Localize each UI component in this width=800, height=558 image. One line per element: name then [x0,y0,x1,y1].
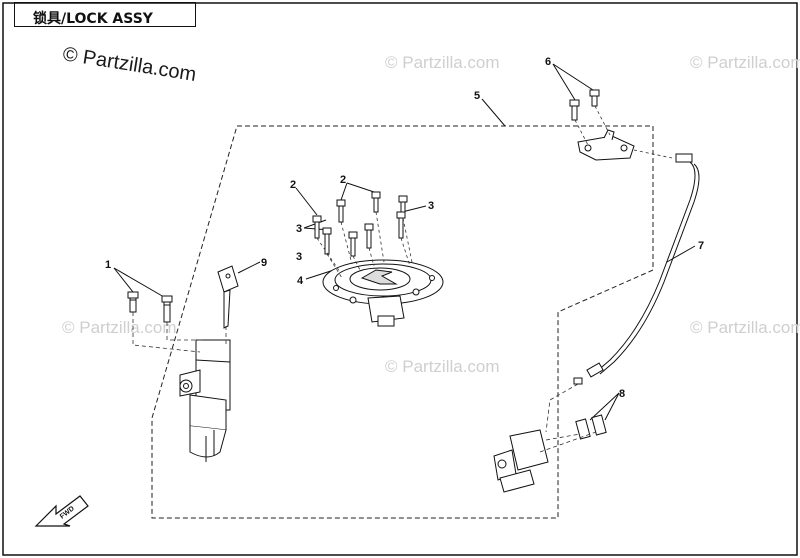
ignition-lock [179,339,231,462]
callout-8: 8 [619,388,625,400]
diagram-title: 锁具/LOCK ASSY [33,11,153,27]
watermark-main: © Partzilla.com [61,43,198,86]
watermark-top-center: © Partzilla.com [385,53,500,72]
watermark-top-right: © Partzilla.com [690,53,800,72]
callout-2-center: 2 [340,174,346,186]
part-6-bracket [569,89,635,161]
seat-lock-assembly [493,414,607,493]
title-box: 锁具/LOCK ASSY [14,2,196,27]
assembly-boundary [151,125,654,519]
callout-2-left: 2 [290,179,296,191]
callout-5: 5 [474,90,480,102]
fwd-direction-arrow: FWD [34,495,89,527]
watermark-mid-center: © Partzilla.com [385,357,500,376]
fuel-cap-bolts [312,191,408,257]
watermark-mid-right: © Partzilla.com [690,318,800,337]
part-7-cable [573,153,700,385]
callout-3-left-upper: 3 [296,223,302,235]
callout-3-left-lower: 3 [296,251,302,263]
callout-1: 1 [105,259,111,271]
callout-4: 4 [297,275,304,287]
part-1-screws [127,291,173,323]
watermark-mid-left: © Partzilla.com [62,318,177,337]
fuel-cap-assembly [322,259,444,327]
callout-9: 9 [261,257,267,269]
callout-7: 7 [698,240,704,252]
watermark-group: © Partzilla.com © Partzilla.com © Partzi… [62,53,800,376]
callout-3-right: 3 [428,200,434,212]
part-9-key [217,265,239,329]
callout-6: 6 [545,56,551,68]
leader-lines [113,63,696,421]
